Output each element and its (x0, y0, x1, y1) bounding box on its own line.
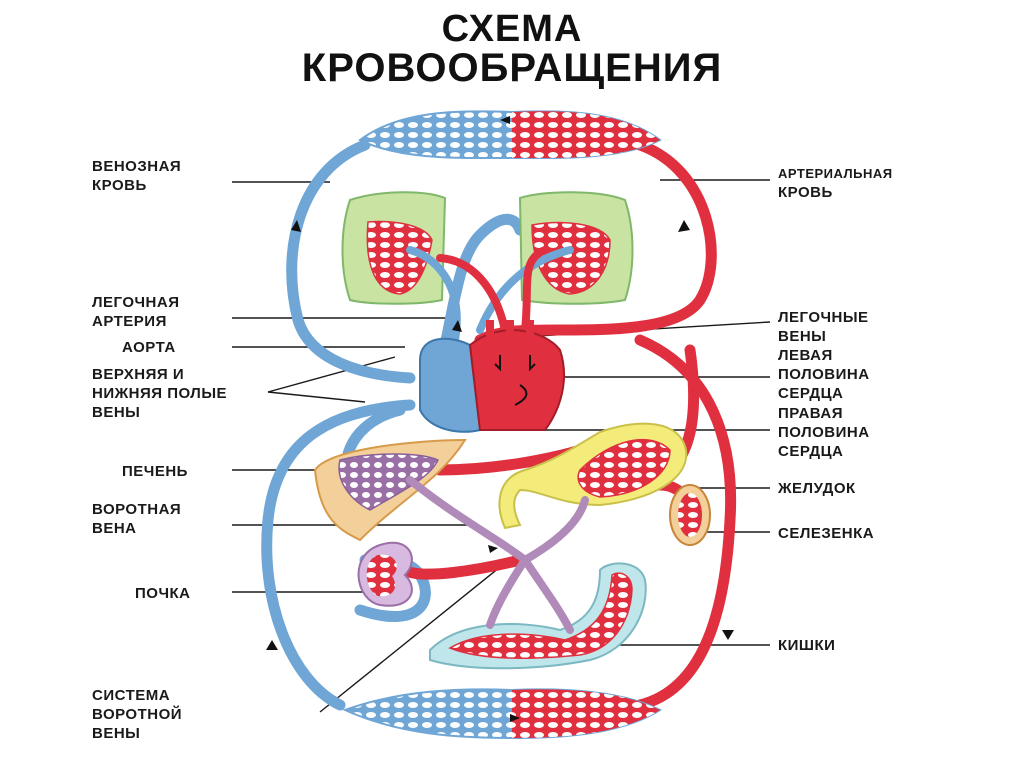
label-aorta: АОРТА (122, 339, 176, 356)
stomach-icon (498, 422, 688, 530)
lung-left-icon (341, 191, 447, 305)
label-intestines: КИШКИ (778, 637, 836, 654)
diagram-title-line2: КРОВООБРАЩЕНИЯ (301, 46, 723, 90)
label-stomach: ЖЕЛУДОК (778, 480, 856, 497)
systemic-veins (261, 139, 526, 711)
liver-icon (313, 438, 467, 542)
label-spleen: СЕЛЕЗЕНКА (778, 525, 875, 542)
pulmonary-vessels (406, 246, 574, 344)
spleen-icon (669, 484, 711, 546)
upper-capillary-net (358, 110, 662, 160)
portal-vein-system (406, 476, 589, 634)
heart-icon (419, 320, 566, 433)
flow-arrows (266, 116, 734, 722)
lung-right-icon (518, 191, 634, 305)
diagram-title-line1: СХЕМА (441, 8, 583, 50)
label-liver: ПЕЧЕНЬ (122, 463, 188, 480)
label-kidney: ПОЧКА (135, 585, 191, 602)
intestine-icon (429, 562, 647, 670)
lower-capillary-net (342, 688, 663, 740)
kidney-icon (357, 541, 413, 607)
